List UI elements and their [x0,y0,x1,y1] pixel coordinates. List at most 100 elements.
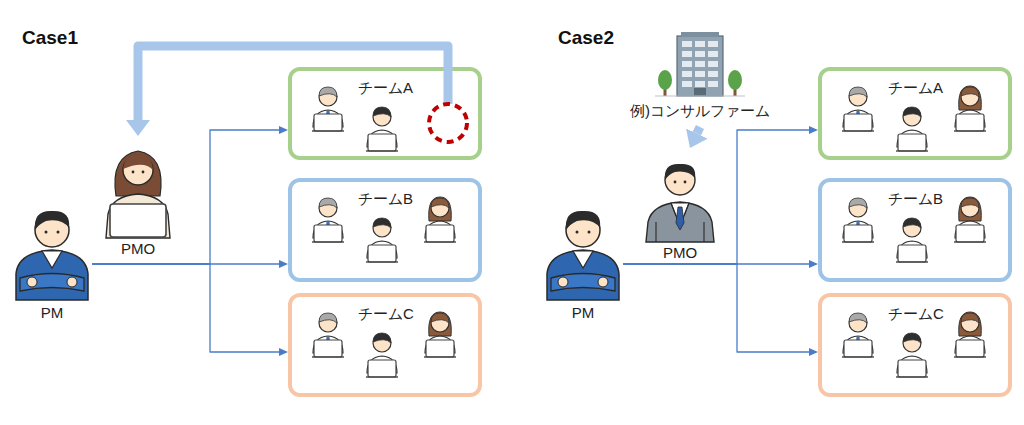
illustration-group [547,211,619,300]
feedback-arrow [697,127,700,134]
team-name: チームC [888,305,944,323]
drawing-path [429,197,452,221]
drawing-rect [708,61,718,67]
team-name: チームB [358,190,413,208]
drawing-circle [903,219,921,237]
drawing-circle [558,277,568,287]
pmo-figure: PMO [98,138,178,262]
team-box: チームB [818,178,1012,282]
instruction-line [92,264,279,352]
illustration [640,150,720,244]
member-icon [842,198,874,242]
team-name: チームB [888,190,943,208]
drawing-circle [576,231,579,234]
drawing-circle [961,88,979,106]
drawing-rect [682,71,692,77]
drawing-path [959,86,982,110]
case-heading: Case1 [22,27,78,49]
drawing-path [20,274,84,292]
drawing-rect [677,36,723,96]
feedback-arrow-stem [444,67,453,104]
drawing-path [961,198,979,208]
drawing-circle [57,231,60,234]
drawing-path [842,130,874,131]
drawing-rect [368,134,396,151]
drawing-path [16,250,88,300]
drawing-path [424,241,456,242]
member-icon [424,312,456,357]
drawing-path [547,250,619,300]
consulting-firm: 例)コンサルファーム [615,32,785,126]
drawing-circle [431,199,449,217]
drawing-path [903,218,921,228]
drawing-path [431,198,449,208]
drawing-rect [314,114,342,131]
drawing-rect [426,225,454,242]
member-icon [424,197,456,242]
drawing-path [373,218,391,228]
drawing-path [903,333,921,343]
member-icon [896,218,928,262]
role-label: PMO [121,240,155,258]
drawing-circle [123,155,153,185]
instruction-line [623,130,809,264]
drawing-circle [319,199,337,217]
illustration [543,200,623,304]
drawing-circle [961,199,979,217]
drawing-circle [903,108,921,126]
drawing-rect [426,340,454,357]
drawing-rect [314,225,342,242]
drawing-path [676,207,684,230]
drawing-rect [682,51,692,57]
role-label: PM [572,304,595,322]
member-icon [366,107,398,151]
drawing-path [429,312,452,336]
drawing-rect [682,81,692,87]
drawing-path [566,211,600,230]
drawing-path [954,241,986,242]
team-name: チームA [888,79,943,97]
illustration [98,138,178,240]
drawing-circle [67,277,77,287]
drawing-path [312,241,344,242]
drawing-circle [319,314,337,332]
member-icon [954,312,986,357]
drawing-path [366,261,398,262]
drawing-circle [319,88,337,106]
illustration [615,32,785,102]
drawing-path [896,261,928,262]
drawing-path [849,313,867,323]
drawing-rect [708,81,718,87]
drawing-path [366,376,398,377]
member-icon [312,87,344,131]
team-box: チームC [818,293,1012,397]
drawing-path [959,312,982,336]
illustration-group [646,164,714,242]
member-icon [954,86,986,131]
illustration-group [106,151,170,238]
drawing-rect [682,41,692,47]
member-icon [366,333,398,377]
member-icon [896,333,928,377]
drawing-rect [368,245,396,262]
drawing-rect [681,32,719,37]
member-icon [312,198,344,242]
drawing-circle [588,231,591,234]
instruction-line [92,130,279,264]
drawing-circle [849,199,867,217]
team-box: チームA [818,67,1012,160]
drawing-rect [695,71,705,77]
drawing-path [431,313,449,323]
drawing-path [123,154,153,170]
drawing-rect [695,81,705,87]
team-box: チームA [288,67,482,160]
drawing-rect [708,41,718,47]
drawing-rect [708,71,718,77]
drawing-rect [844,340,872,357]
drawing-path [656,203,704,242]
drawing-path [896,150,928,151]
drawing-path [646,202,714,242]
drawing-circle [27,277,37,287]
